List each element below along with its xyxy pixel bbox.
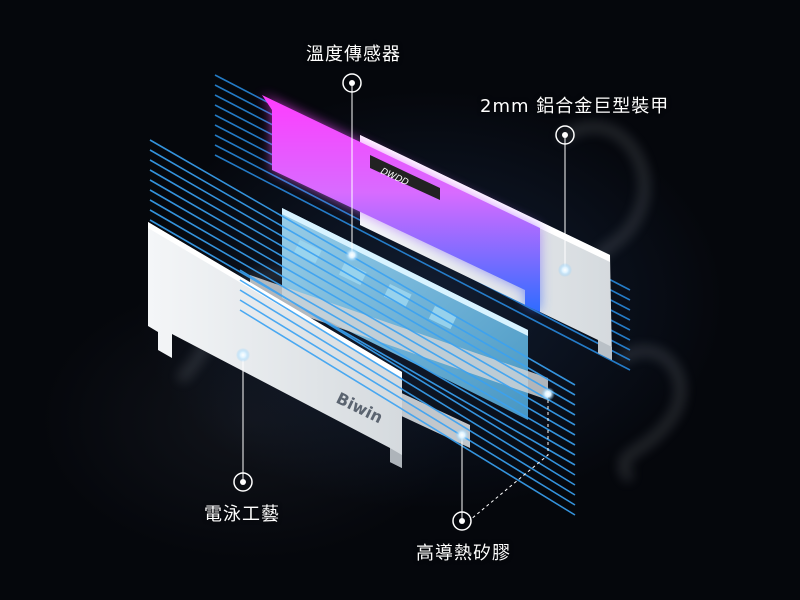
thermal-pad	[250, 275, 548, 448]
target-marker-icon	[342, 73, 362, 93]
rgb-light-bar: DWDD	[262, 95, 540, 312]
airflow-lines-front	[149, 139, 576, 516]
thermal-silicone-label: 高導熱矽膠	[416, 543, 511, 564]
electrophoresis-label: 電泳工藝	[204, 504, 280, 525]
target-marker-icon	[452, 511, 472, 531]
front-heatsink: Biwin	[148, 222, 402, 468]
callout-endpoint-dots	[236, 248, 572, 442]
callout-lines	[242, 84, 566, 521]
target-marker-icon	[555, 125, 575, 145]
armor-label: 2mm 鋁合金巨型裝甲	[480, 96, 670, 117]
temp-sensor-label: 溫度傳感器	[306, 44, 401, 65]
target-marker-icon	[233, 472, 253, 492]
